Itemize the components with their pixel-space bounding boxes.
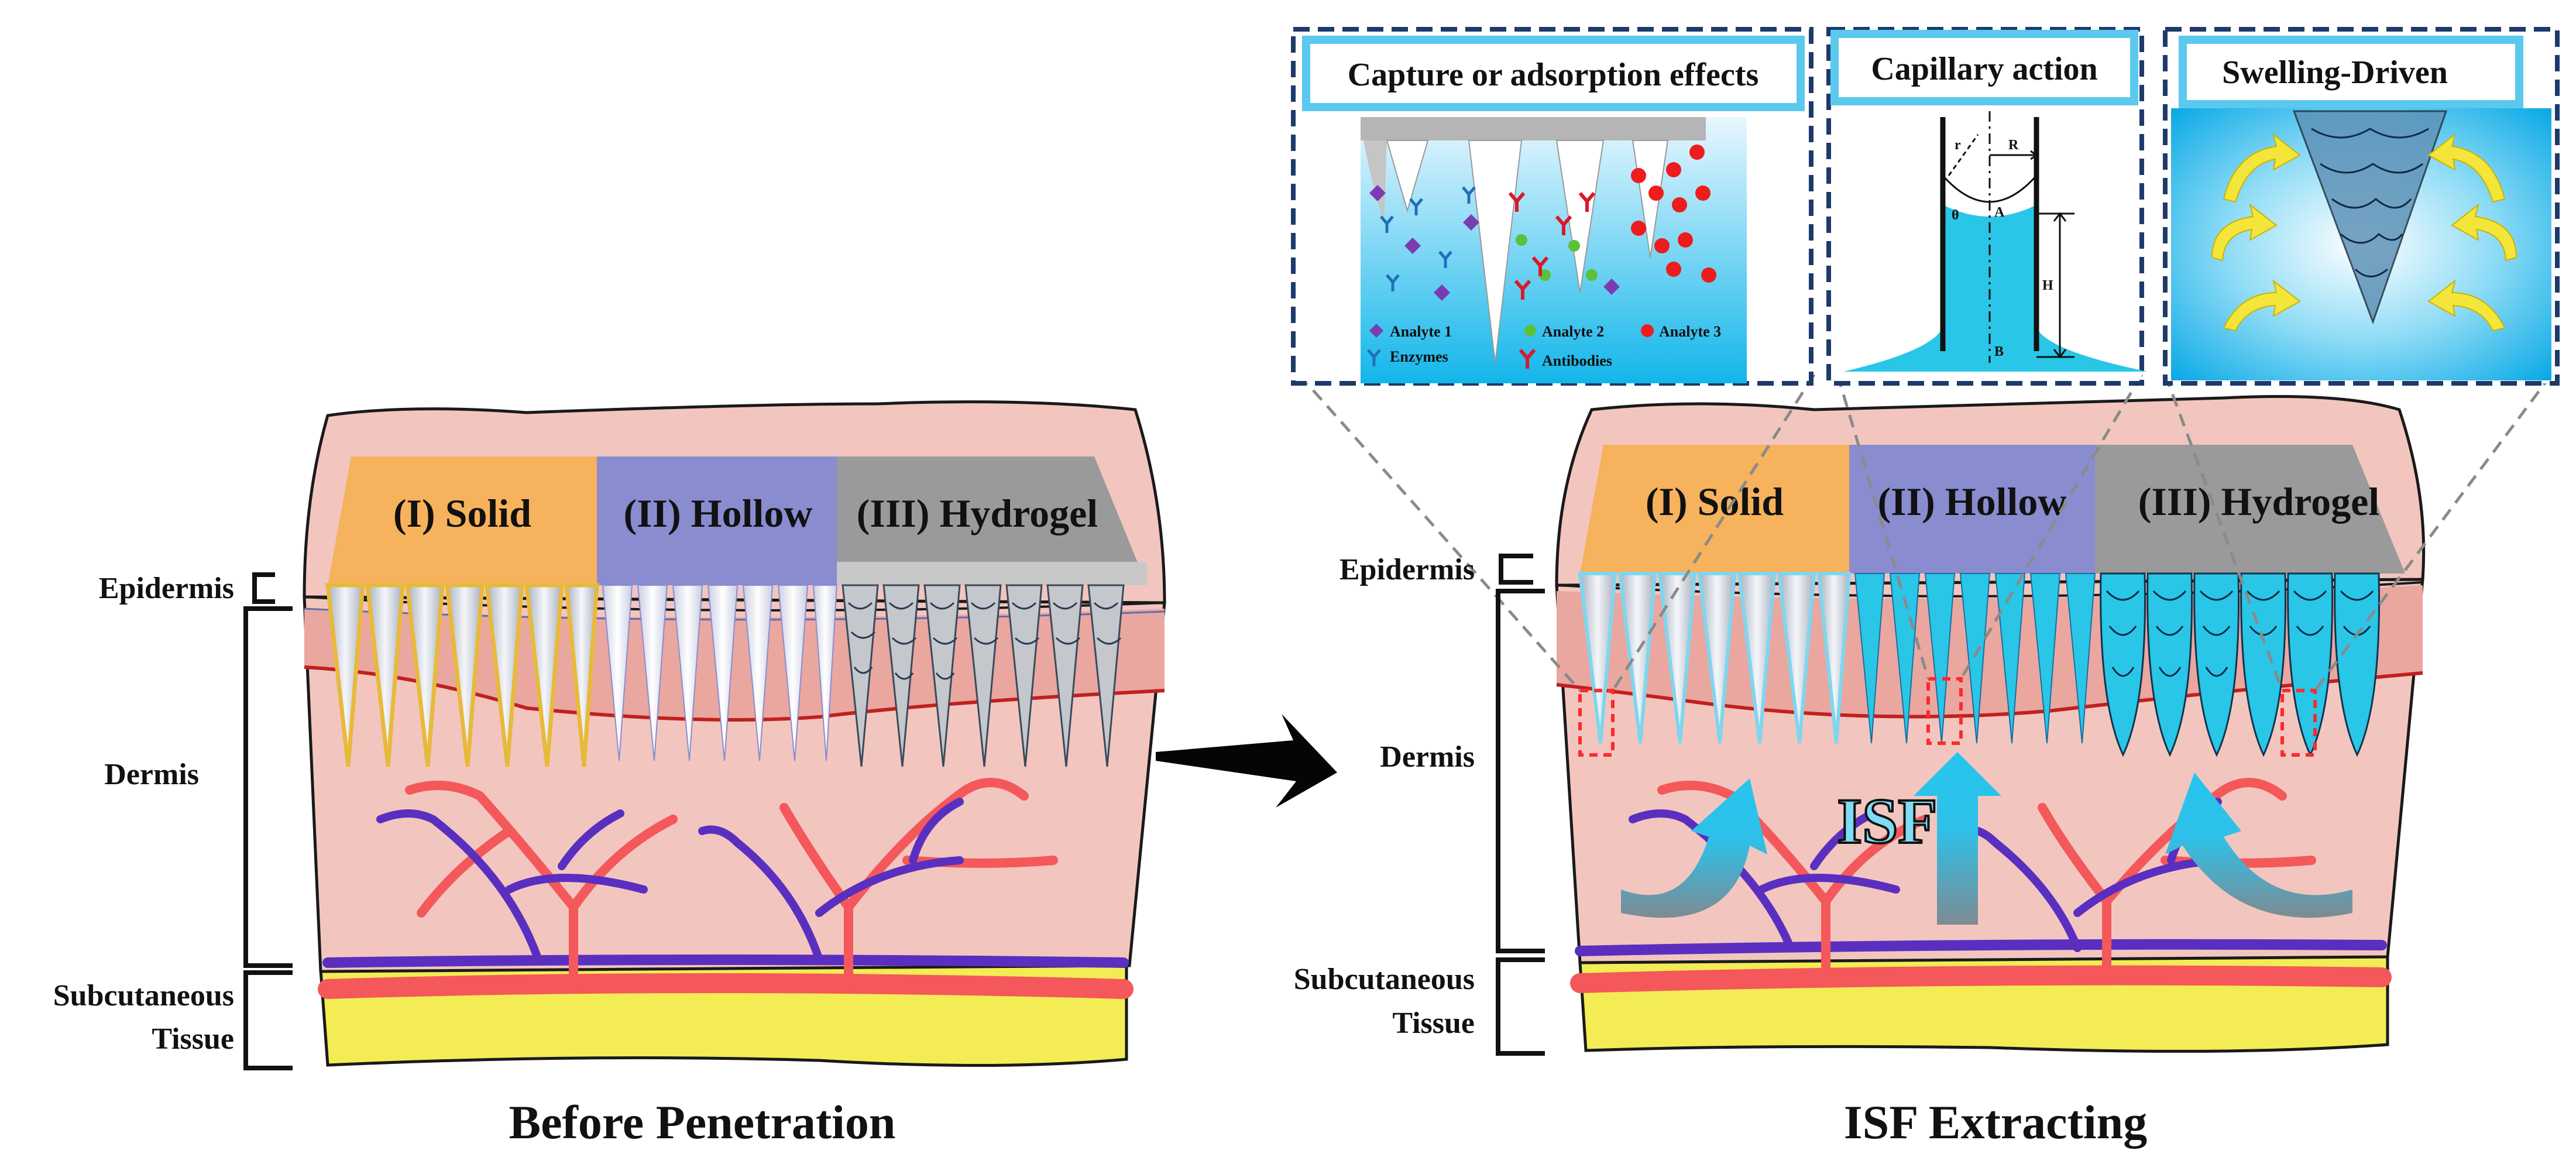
hydrogel-mesh: [2106, 590, 2374, 677]
solid-label: (I) Solid: [1646, 479, 1784, 524]
skin-block-extracting: ISF: [1294, 373, 2553, 1149]
tissue-label: Tissue: [1392, 1007, 1475, 1040]
hydrogel-patch-base: [837, 456, 1147, 585]
swollen-needle: [2292, 110, 2448, 325]
process-arrow: [1156, 714, 1337, 808]
capillary-theta: θ: [1952, 208, 1959, 223]
capture-zone-markers: [1578, 677, 2317, 757]
hydrogel-needles-swollen: [2100, 572, 2381, 757]
before-penetration-caption: Before Penetration: [509, 1096, 895, 1149]
capillary-B: B: [1994, 344, 2004, 359]
solid-needles: [1578, 572, 1852, 744]
capture-needles: [1386, 140, 1669, 363]
subcutaneous-label: Subcutaneous: [53, 979, 234, 1012]
capillary-A: A: [1994, 205, 2005, 220]
epidermis-label: Epidermis: [99, 572, 234, 605]
swelling-panel-title: Swelling-Driven: [2222, 54, 2448, 91]
layer-brackets: [1496, 554, 1545, 1056]
capillary-panel-title: Capillary action: [1871, 51, 2097, 87]
isf-label: ISF: [1837, 785, 1937, 857]
swelling-panel: Swelling-Driven: [2163, 27, 2560, 386]
legend-enzymes: Enzymes: [1390, 348, 1448, 365]
dermis-label: Dermis: [1380, 740, 1475, 774]
legend-analyte3: Analyte 3: [1659, 323, 1721, 340]
epidermis-label: Epidermis: [1339, 553, 1475, 586]
capillary-H: H: [2042, 278, 2053, 293]
legend-analyte2: Analyte 2: [1542, 323, 1604, 340]
dermis-label: Dermis: [104, 758, 199, 791]
zoom-guide-lines: [1298, 373, 2553, 692]
solid-patch-base: [328, 456, 597, 585]
hydrogel-patch-base: [2095, 445, 2405, 574]
hollow-label: (II) Hollow: [1878, 479, 2067, 524]
subcutaneous-label: Subcutaneous: [1294, 963, 1475, 996]
hollow-needles: [602, 585, 838, 761]
hollow-label: (II) Hollow: [624, 491, 813, 535]
capture-panel: Capture or adsorption effects: [1291, 27, 1813, 386]
blood-vessels: [1570, 778, 2392, 993]
hollow-patch-base: [597, 456, 837, 585]
tissue-label: Tissue: [152, 1022, 234, 1056]
swelling-arrows: [2211, 133, 2517, 332]
capture-panel-title: Capture or adsorption effects: [1348, 57, 1759, 93]
hydrogel-label: (III) Hydrogel: [2138, 479, 2379, 524]
hydrogel-needles: [842, 584, 1125, 767]
capillary-R: R: [2008, 138, 2019, 153]
isf-extracting-caption: ISF Extracting: [1844, 1096, 2148, 1149]
analyte-markers: [1369, 145, 1716, 301]
hollow-needles: [1854, 573, 2096, 744]
legend-analyte1: Analyte 1: [1390, 323, 1452, 340]
swollen-mesh: [2311, 128, 2429, 277]
capillary-r: r: [1955, 138, 1961, 153]
isf-flow-arrows: [1621, 752, 2352, 925]
solid-label: (I) Solid: [393, 491, 531, 535]
solid-needles: [325, 583, 599, 767]
blood-vessels: [318, 778, 1134, 999]
hydrogel-mesh: [847, 602, 1122, 680]
hydrogel-label: (III) Hydrogel: [857, 491, 1098, 535]
legend-antibodies: Antibodies: [1542, 352, 1612, 369]
hollow-patch-base: [1849, 445, 2095, 574]
capture-legend: Analyte 1 Analyte 2 Analyte 3 Enzymes An…: [1367, 323, 1721, 369]
capillary-panel: Capillary action r R θ A H B: [1826, 27, 2148, 386]
solid-patch-base: [1580, 445, 1849, 574]
layer-brackets: [243, 572, 293, 1070]
skin-block-before: (I) Solid (II) Hollow (III) Hydrogel Epi…: [53, 400, 1166, 1149]
capillary-fluid: [1843, 205, 2148, 372]
